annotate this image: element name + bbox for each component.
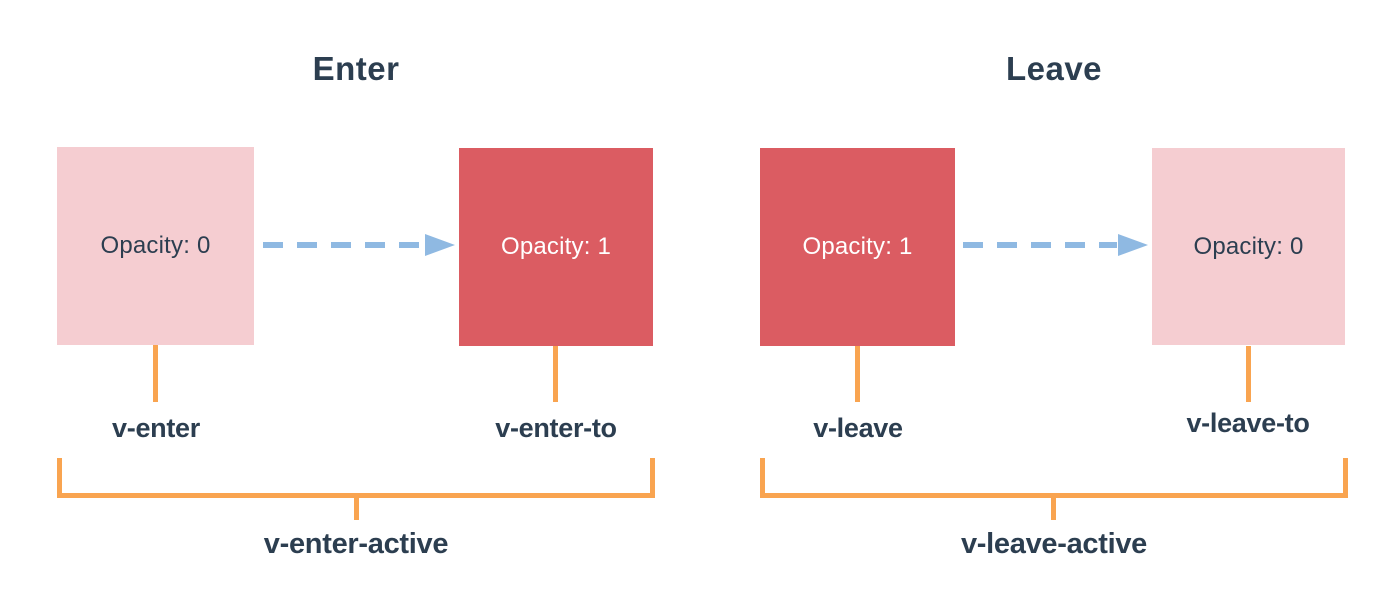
enter-from-connector-line [153, 345, 158, 402]
enter-to-box: Opacity: 1 [459, 148, 653, 346]
leave-from-connector-line [855, 346, 860, 402]
enter-from-opacity-label: Opacity: 0 [100, 232, 211, 259]
enter-active-range-bracket [57, 458, 655, 498]
leave-active-class-label: v-leave-active [960, 528, 1148, 560]
arrowhead-icon [425, 234, 455, 256]
enter-from-box: Opacity: 0 [57, 147, 254, 345]
enter-panel-title: Enter [312, 50, 400, 87]
enter-to-connector-line [553, 346, 558, 402]
arrowhead-icon [1118, 234, 1148, 256]
leave-to-connector-line [1246, 346, 1251, 402]
leave-from-class-label: v-leave [813, 413, 903, 443]
enter-transition-arrow-icon [263, 234, 455, 256]
leave-bracket-center-tick [1051, 497, 1056, 520]
enter-from-class-label: v-enter [112, 413, 200, 443]
leave-transition-arrow-icon [963, 234, 1148, 256]
leave-to-opacity-label: Opacity: 0 [1193, 232, 1304, 260]
leave-to-class-label: v-leave-to [1186, 408, 1310, 438]
enter-bracket-center-tick [354, 497, 359, 520]
leave-to-box: Opacity: 0 [1152, 148, 1345, 345]
leave-from-box: Opacity: 1 [760, 148, 955, 346]
leave-from-opacity-label: Opacity: 1 [802, 233, 913, 260]
enter-to-opacity-label: Opacity: 1 [500, 233, 612, 260]
enter-active-class-label: v-enter-active [263, 528, 449, 560]
leave-panel-title: Leave [1005, 50, 1103, 87]
enter-to-class-label: v-enter-to [495, 413, 617, 443]
leave-active-range-bracket [760, 458, 1348, 498]
